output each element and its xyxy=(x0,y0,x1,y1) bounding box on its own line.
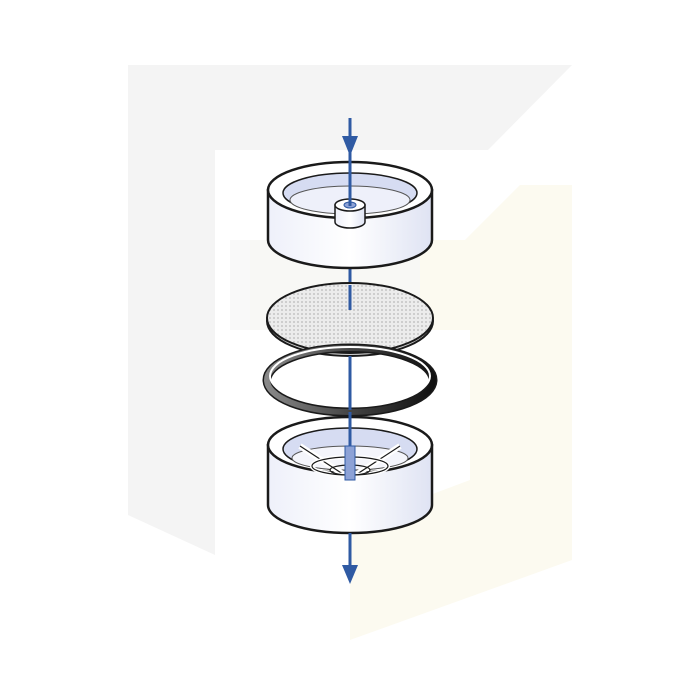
inlet-arrow-icon xyxy=(342,136,358,156)
filter-membrane xyxy=(266,282,434,357)
outlet-arrow-icon xyxy=(342,565,358,584)
bottom-cup xyxy=(266,415,434,535)
outlet-stem xyxy=(344,445,356,481)
